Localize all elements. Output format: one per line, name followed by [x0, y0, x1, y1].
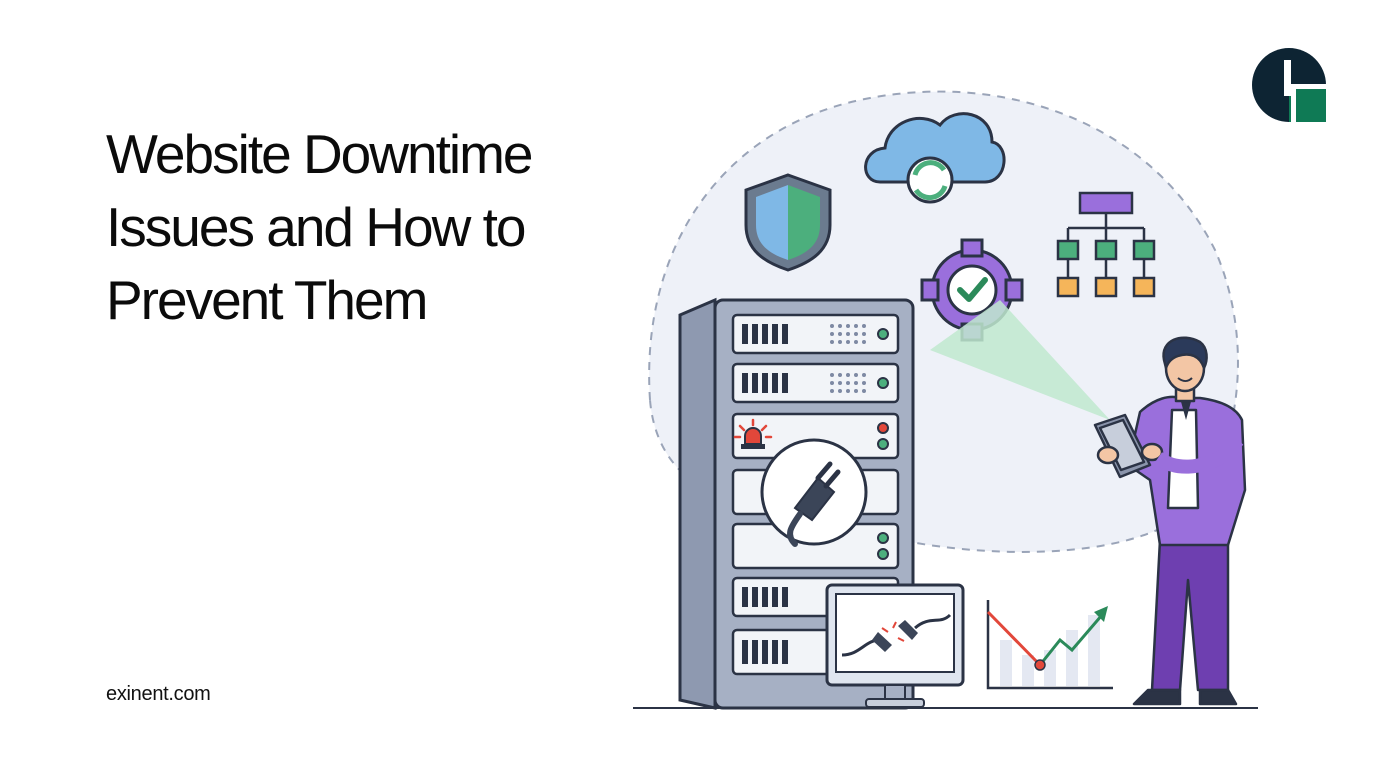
exinent-logo-icon	[1252, 48, 1326, 122]
headline-line-3: Prevent Them	[106, 269, 428, 331]
unplugged-cable-icon	[760, 438, 868, 547]
footer-domain: exinent.com	[106, 683, 211, 705]
hierarchy-diagram-icon	[1056, 191, 1156, 298]
person-with-tablet-icon	[1093, 336, 1247, 706]
headline-line-1: Website Downtime	[106, 123, 533, 185]
cloud-sync-icon	[864, 112, 1006, 204]
headline-line-2: Issues and How to	[106, 196, 526, 258]
downtime-illustration	[633, 90, 1258, 710]
alarm-light-icon	[733, 418, 773, 449]
headline: Website Downtime Issues and How to Preve…	[106, 118, 626, 337]
recovery-chart-icon	[986, 600, 1113, 690]
monitor-disconnected-icon	[825, 583, 965, 708]
signal-beam	[930, 300, 1110, 420]
security-shield-icon	[744, 173, 832, 272]
